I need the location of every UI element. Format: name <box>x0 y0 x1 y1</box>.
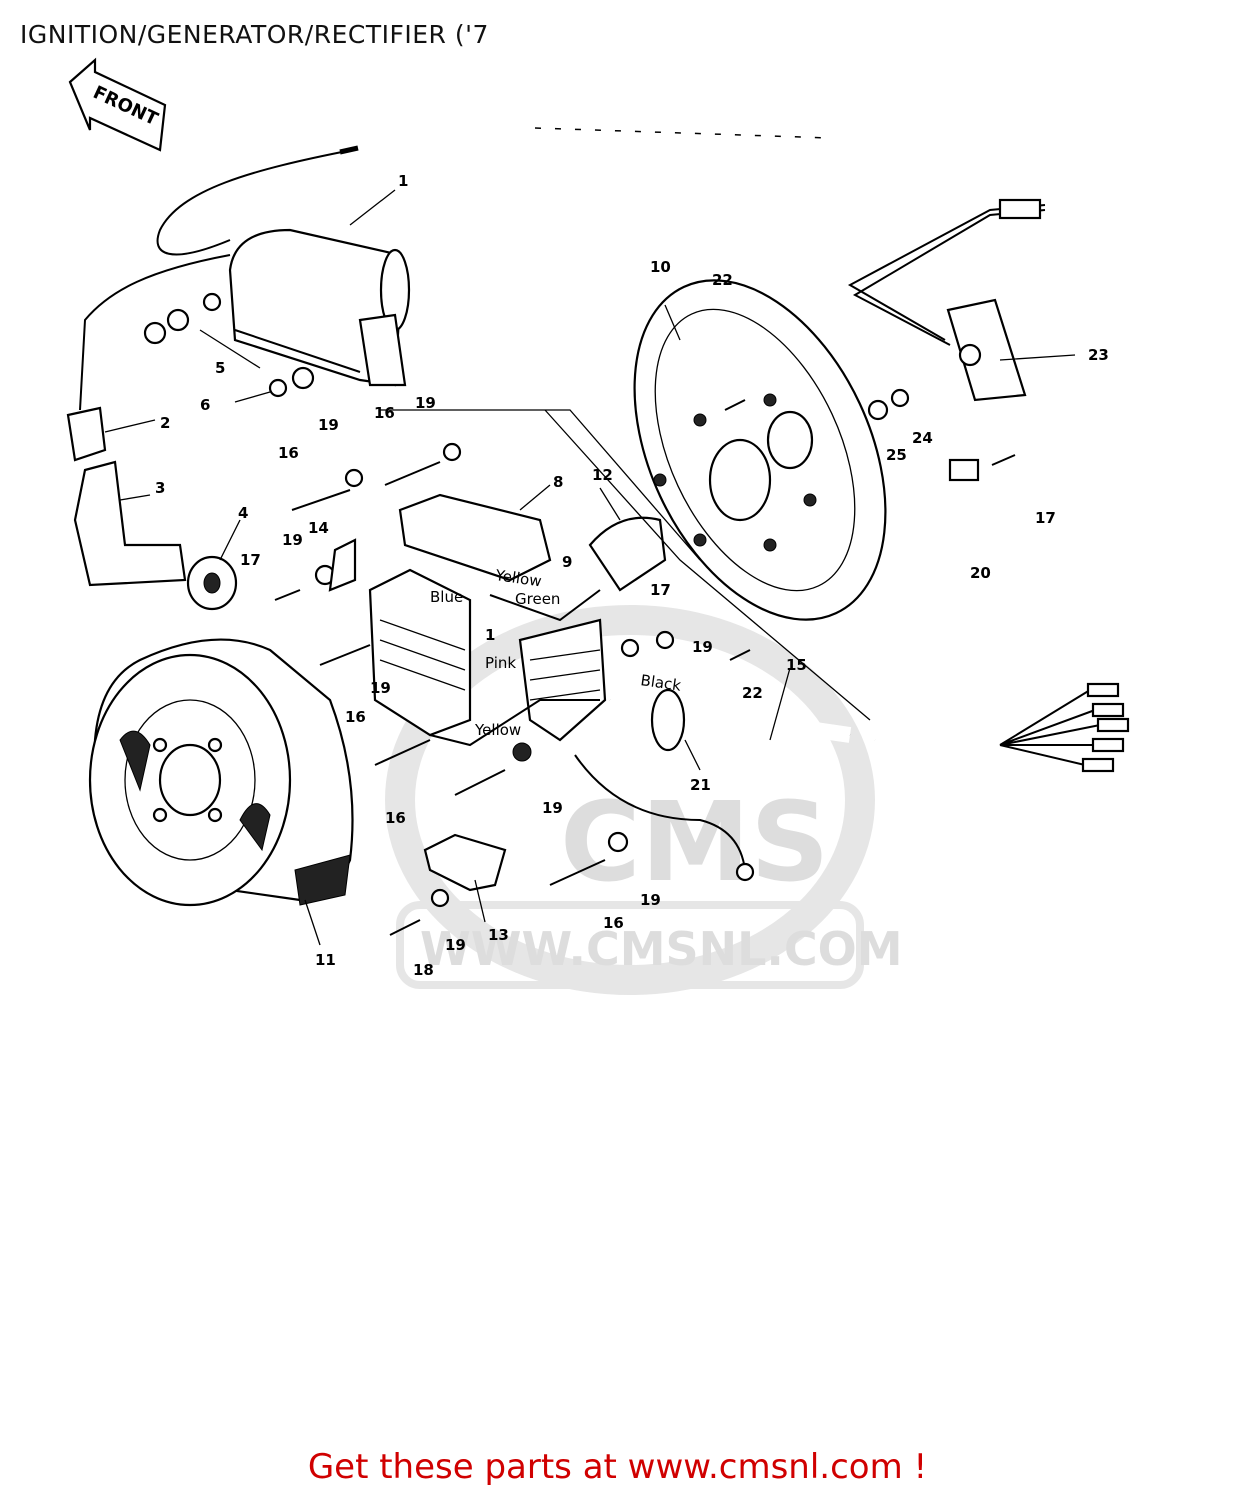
callout-20: 20 <box>970 564 991 582</box>
wire-label-yellow-bottom: Yellow <box>474 721 521 739</box>
wire-color-labels: Yellow Blue Green Pink Black Yellow <box>430 566 682 739</box>
callout-19f: 19 <box>542 799 563 817</box>
callout-22b: 22 <box>712 271 733 289</box>
callout-1b: 1 <box>485 626 495 644</box>
callout-14: 14 <box>308 519 329 537</box>
callout-17a: 17 <box>240 551 261 569</box>
callout-10: 10 <box>650 258 671 276</box>
callout-18: 18 <box>413 961 434 979</box>
callout-19e: 19 <box>692 638 713 656</box>
bolts <box>274 388 1016 936</box>
wire-label-blue: Blue <box>430 588 463 606</box>
callout-19d: 19 <box>370 679 391 697</box>
footer-link-text[interactable]: Get these parts at www.cmsnl.com ! <box>307 1447 928 1487</box>
callout-9: 9 <box>562 553 572 571</box>
wire-label-green: Green <box>515 590 560 608</box>
leader-lines <box>104 189 1076 946</box>
stator-coils <box>368 409 871 747</box>
ignition-coil <box>79 145 411 411</box>
callout-19b: 19 <box>415 394 436 412</box>
callout-16d: 16 <box>385 809 406 827</box>
wire-label-yellow-top: Yellow <box>493 566 542 590</box>
cable-23 <box>847 198 1046 402</box>
coil-hardware <box>143 292 315 398</box>
callout-6: 6 <box>200 396 210 414</box>
plug-cap <box>66 406 238 611</box>
callout-16a: 16 <box>278 444 299 462</box>
watermark-logo-text: CMS <box>560 778 829 906</box>
wire-label-black: Black <box>639 671 682 695</box>
callout-2: 2 <box>160 414 170 432</box>
callout-24: 24 <box>912 429 933 447</box>
callout-17c: 17 <box>1035 509 1056 527</box>
callout-25: 25 <box>886 446 907 464</box>
callout-19g: 19 <box>640 891 661 909</box>
reference-line <box>534 127 831 139</box>
callout-1: 1 <box>398 172 408 190</box>
watermark-url-text: WWW.CMSNL.COM <box>420 922 903 976</box>
callout-16e: 16 <box>603 914 624 932</box>
callout-23: 23 <box>1088 346 1109 364</box>
wire-label-pink: Pink <box>485 654 516 672</box>
callout-19a: 19 <box>318 416 339 434</box>
page-title: IGNITION/GENERATOR/RECTIFIER ('7 <box>20 20 489 49</box>
callout-5: 5 <box>215 359 225 377</box>
stator-plate <box>633 279 887 621</box>
callout-15: 15 <box>786 656 807 674</box>
watermark: CMS WWW.CMSNL.COM <box>385 605 903 995</box>
callout-16c: 16 <box>345 708 366 726</box>
flywheel <box>88 638 354 907</box>
callout-4: 4 <box>238 504 248 522</box>
callout-12: 12 <box>592 466 613 484</box>
callout-19h: 19 <box>445 936 466 954</box>
front-arrow-icon: FRONT <box>68 57 167 152</box>
callout-11: 11 <box>315 951 336 969</box>
callout-labels: 1 2 3 4 5 6 16 19 16 19 17 19 14 8 12 9 … <box>155 172 1109 979</box>
callout-17b: 17 <box>650 581 671 599</box>
callout-19c: 19 <box>282 531 303 549</box>
callout-3: 3 <box>155 479 165 497</box>
callout-16b: 16 <box>374 404 395 422</box>
callout-13: 13 <box>488 926 509 944</box>
callout-8: 8 <box>553 473 563 491</box>
callout-21: 21 <box>690 776 711 794</box>
wiring-harness <box>574 682 1130 882</box>
callout-22a: 22 <box>742 684 763 702</box>
